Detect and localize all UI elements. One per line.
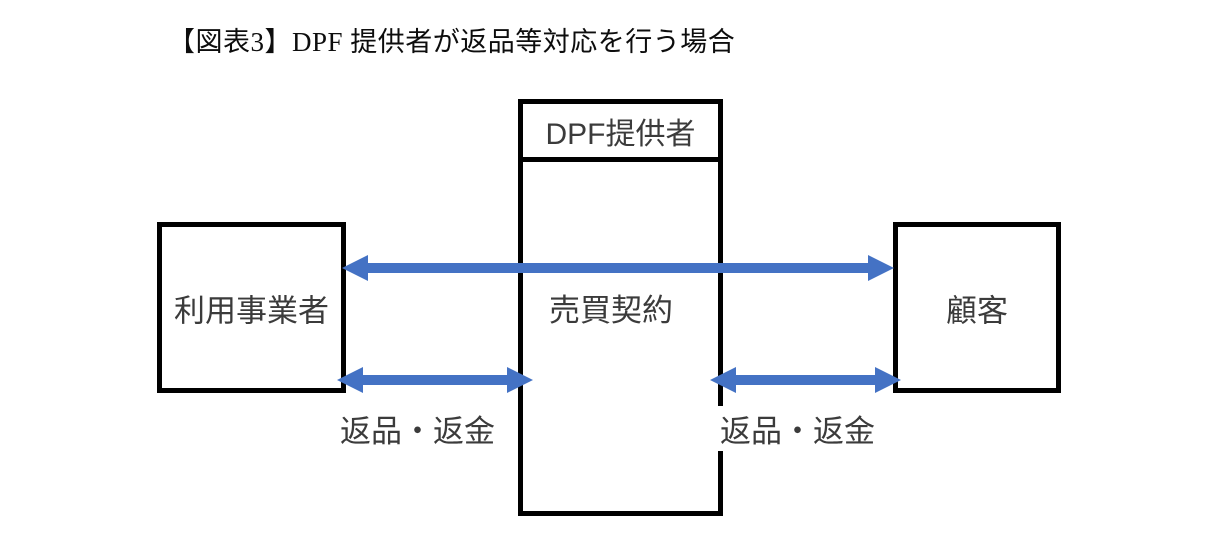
node-business-user: 利用事業者 [157,222,346,393]
node-customer-label: 顧客 [946,293,1008,328]
node-business-user-label: 利用事業者 [174,293,329,328]
arrow-return-refund-left [335,364,535,396]
arrow-sales-contract [340,252,896,284]
arrow-return-refund-left-svg [337,367,533,393]
figure-title: 【図表3】DPF 提供者が返品等対応を行う場合 [168,27,736,57]
arrow-return-refund-right [708,364,903,396]
edge-label-sales-contract: 売買契約 [547,285,675,330]
arrow-return-refund-right-svg [710,367,901,393]
node-dpf-provider-header: DPF提供者 [523,104,718,162]
node-customer: 顧客 [893,222,1061,393]
edge-label-return-refund-left: 返品・返金 [338,406,497,451]
edge-label-return-refund-right: 返品・返金 [718,406,877,451]
arrow-sales-contract-svg [342,255,894,281]
node-dpf-provider-label: DPF提供者 [545,117,696,151]
